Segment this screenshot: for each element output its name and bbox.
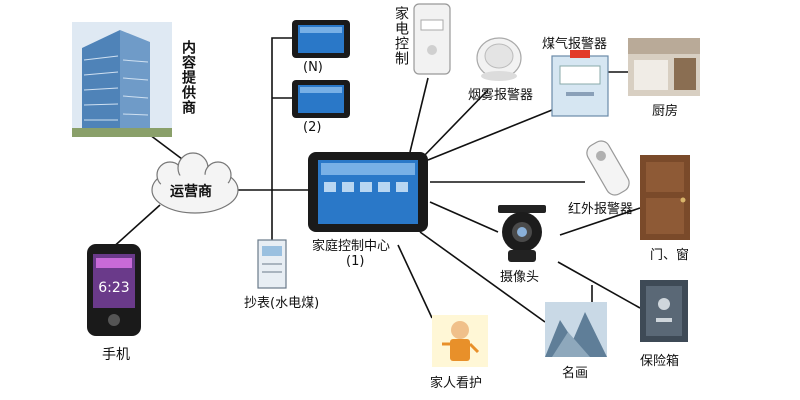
camera-icon xyxy=(498,205,546,262)
door-window-label: 门、窗 xyxy=(650,248,690,263)
operator-label: 运营商 xyxy=(170,184,212,200)
painting-photo xyxy=(545,302,607,357)
tablet-2-icon xyxy=(292,80,350,118)
connection-lines xyxy=(109,37,641,323)
infrared-alarm-label: 红外报警器 xyxy=(568,202,634,217)
infrared-alarm-icon xyxy=(586,140,630,196)
link-elder xyxy=(397,244,433,319)
appliance-control-label: 家电控制 xyxy=(393,6,409,66)
tablet-2-label: (2) xyxy=(303,120,322,135)
link-gas xyxy=(427,109,553,161)
meter-label: 抄表(水电煤) xyxy=(244,296,320,311)
meter-icon xyxy=(257,239,287,289)
link-tablet-n xyxy=(271,37,292,190)
safe-label: 保险箱 xyxy=(640,354,680,369)
building-icon xyxy=(72,22,172,137)
tablet-n-label: (N) xyxy=(303,60,323,75)
gas-alarm-icon xyxy=(551,50,609,117)
tablet-n-icon xyxy=(292,20,350,58)
link-camera-door xyxy=(559,207,641,236)
home-control-center-icon xyxy=(308,152,428,232)
content-provider-label: 内容提供商 xyxy=(180,40,196,115)
operator-cloud-icon xyxy=(151,152,239,214)
link-smoke xyxy=(421,89,489,159)
elder-person-icon xyxy=(432,315,488,367)
hub-label: 家庭控制中心 xyxy=(312,239,391,254)
hub-sub-label: (1) xyxy=(346,254,365,269)
link-camera xyxy=(429,201,499,233)
mobile-screen-time: 6:23 xyxy=(98,280,129,296)
camera-label: 摄像头 xyxy=(500,270,540,285)
link-mobile-operator xyxy=(109,204,161,251)
kitchen-photo xyxy=(628,38,700,96)
safe-icon xyxy=(640,280,688,342)
mobile-phone-icon: 6:23 xyxy=(87,244,141,336)
door-icon xyxy=(640,155,690,240)
kitchen-label: 厨房 xyxy=(652,104,679,119)
smoke-detector-icon xyxy=(476,37,522,81)
smoke-alarm-label: 烟雾报警器 xyxy=(468,88,534,103)
mobile-label: 手机 xyxy=(102,347,130,363)
painting-label: 名画 xyxy=(562,366,589,381)
link-camera-safe xyxy=(557,261,641,309)
link-painting xyxy=(419,231,546,323)
gas-alarm-label: 煤气报警器 xyxy=(542,37,608,52)
elder-care-label: 家人看护 xyxy=(430,376,483,391)
water-heater-icon xyxy=(413,3,451,75)
link-appliance xyxy=(409,77,429,153)
